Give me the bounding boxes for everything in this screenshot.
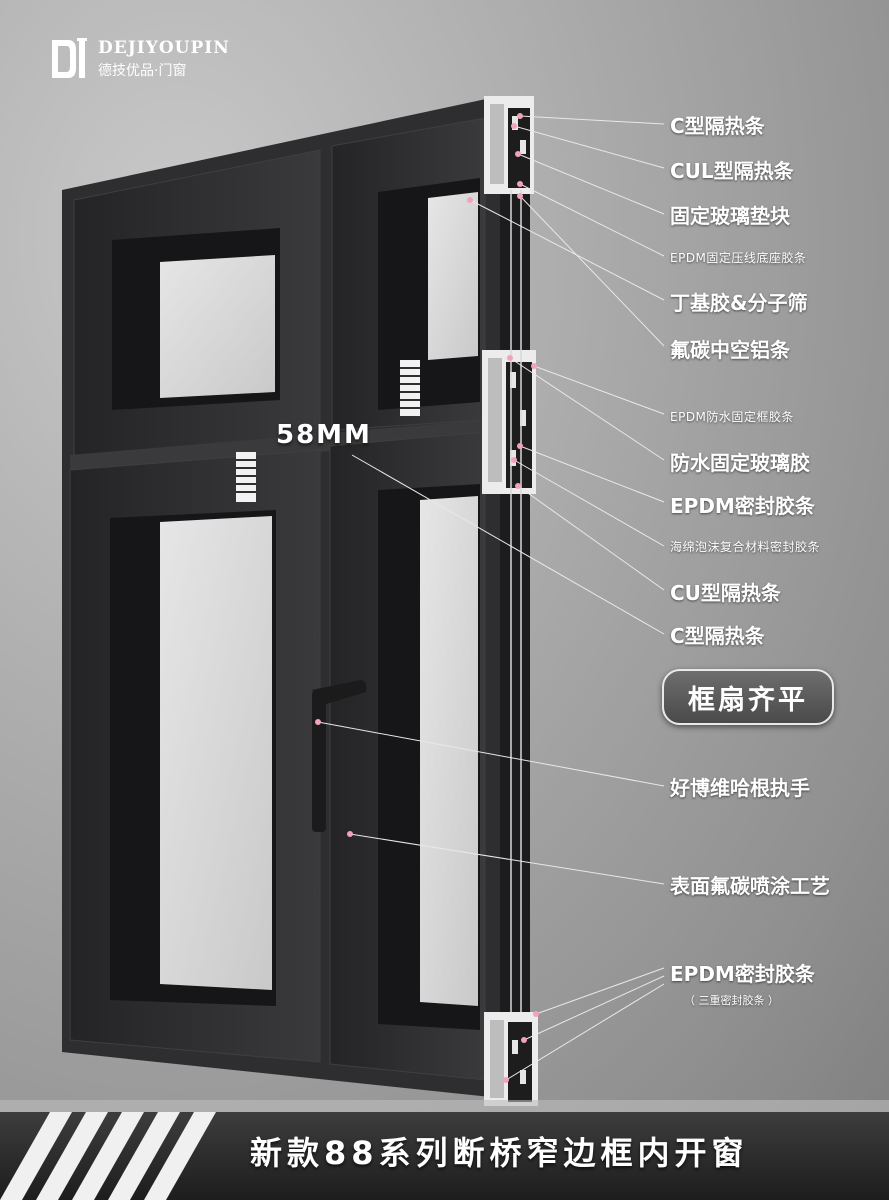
brand-name-en: DEJIYOUPIN bbox=[98, 38, 230, 58]
triple-seal-note: （ 三重密封胶条 ） bbox=[684, 994, 779, 1007]
callout-butyl-sieve: 丁基胶&分子筛 bbox=[670, 291, 808, 315]
profile-section-bottom bbox=[484, 1012, 538, 1106]
bottom-right-glass bbox=[420, 496, 478, 1006]
dj-logo-icon bbox=[52, 38, 87, 78]
profile-section-middle bbox=[482, 350, 536, 494]
callout-epdm-seal-strip-2: EPDM密封胶条 bbox=[670, 962, 815, 986]
top-right-glass bbox=[428, 192, 478, 360]
leader-lines bbox=[317, 115, 665, 1081]
callout-handle: 好博维哈根执手 bbox=[670, 776, 810, 800]
callout-dots bbox=[315, 113, 539, 1083]
callout-epdm-bead-gasket: EPDM固定压线底座胶条 bbox=[670, 251, 807, 265]
stripe-decoration bbox=[0, 1112, 216, 1200]
flush-frame-badge: 框扇齐平 bbox=[662, 669, 834, 725]
brand-logo: DEJIYOUPIN 德技优品·门窗 bbox=[50, 36, 230, 82]
callout-c-insulation-strip: C型隔热条 bbox=[670, 114, 765, 138]
window-handle bbox=[312, 680, 367, 832]
profile-section-top bbox=[484, 96, 534, 194]
bottom-banner bbox=[0, 1112, 889, 1200]
callout-cul-insulation-strip: CUL型隔热条 bbox=[670, 159, 794, 183]
transom-bar bbox=[70, 420, 485, 470]
bottom-left-glass bbox=[160, 516, 272, 990]
product-title: 新款88系列断桥窄边框内开窗 bbox=[250, 1134, 749, 1172]
callout-foam-composite-seal: 海绵泡沫复合材料密封胶条 bbox=[670, 540, 821, 554]
callout-c-insulation-strip-2: C型隔热条 bbox=[670, 624, 765, 648]
callout-epdm-seal-strip-1: EPDM密封胶条 bbox=[670, 494, 815, 518]
dimension-label: 58MM bbox=[276, 420, 372, 450]
callout-glass-setting-block: 固定玻璃垫块 bbox=[670, 204, 790, 228]
callout-cu-insulation-strip: CU型隔热条 bbox=[670, 581, 781, 605]
callout-epdm-waterproof-gasket: EPDM防水固定框胶条 bbox=[670, 410, 794, 424]
brand-name-cn: 德技优品·门窗 bbox=[98, 63, 187, 79]
callout-waterproof-glass-glue: 防水固定玻璃胶 bbox=[670, 451, 810, 475]
callout-fluorocarbon-coating: 表面氟碳喷涂工艺 bbox=[670, 874, 830, 898]
callout-fluorocarbon-spacer: 氟碳中空铝条 bbox=[670, 338, 790, 362]
